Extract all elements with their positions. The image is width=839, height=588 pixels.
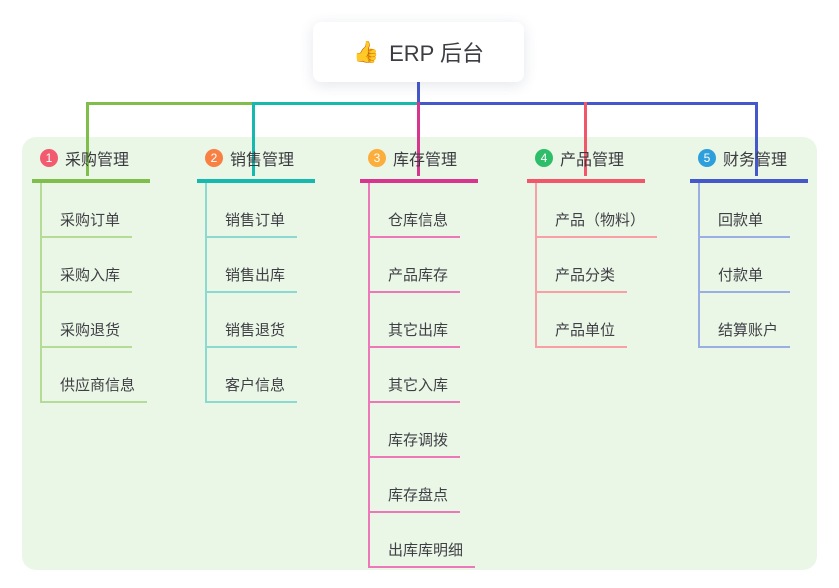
- child-label: 产品（物料）: [555, 212, 646, 229]
- child-label: 付款单: [718, 267, 764, 284]
- branch-label: 销售管理: [230, 152, 295, 169]
- child-node[interactable]: 产品分类: [537, 238, 628, 293]
- branch-children: 仓库信息 产品库存 其它出库 其它入库 库存调拨 库存盘点 出库库明细: [368, 183, 476, 568]
- child-label: 供应商信息: [60, 377, 136, 394]
- child-node[interactable]: 产品（物料）: [537, 183, 658, 238]
- connector-bus-line: [419, 102, 758, 105]
- child-label: 结算账户: [718, 322, 779, 339]
- connector-bus-line: [86, 102, 253, 105]
- root-title: ERP 后台: [389, 41, 485, 66]
- mindmap-canvas: [22, 137, 817, 570]
- child-label: 仓库信息: [388, 212, 449, 229]
- branch-number-badge: 3: [368, 149, 386, 167]
- child-label: 产品单位: [555, 322, 616, 339]
- child-node[interactable]: 回款单: [700, 183, 790, 238]
- branch-node[interactable]: 1 采购管理: [32, 146, 150, 183]
- child-label: 库存盘点: [388, 487, 449, 504]
- branch-node[interactable]: 4 产品管理: [527, 146, 645, 183]
- child-label: 采购订单: [60, 212, 121, 229]
- child-node[interactable]: 出库库明细: [370, 513, 476, 568]
- child-label: 产品分类: [555, 267, 616, 284]
- child-node[interactable]: 采购退货: [42, 293, 133, 348]
- connector-drop-line: [417, 102, 420, 176]
- branch-number-badge: 4: [535, 149, 553, 167]
- child-node[interactable]: 销售退货: [207, 293, 298, 348]
- child-node[interactable]: 产品单位: [537, 293, 628, 348]
- branch-children: 采购订单 采购入库 采购退货 供应商信息: [40, 183, 148, 403]
- branch: 5 财务管理 回款单 付款单 结算账户: [690, 146, 808, 348]
- branch: 4 产品管理 产品（物料） 产品分类 产品单位: [527, 146, 658, 348]
- child-node[interactable]: 结算账户: [700, 293, 791, 348]
- child-node[interactable]: 采购入库: [42, 238, 133, 293]
- branch-number-badge: 5: [698, 149, 716, 167]
- branch: 2 销售管理 销售订单 销售出库 销售退货 客户信息: [197, 146, 315, 403]
- branch-number-badge: 1: [40, 149, 58, 167]
- connector-trunk-line: [417, 80, 420, 104]
- branch-node[interactable]: 2 销售管理: [197, 146, 315, 183]
- child-label: 其它入库: [388, 377, 449, 394]
- root-node[interactable]: 👍 ERP 后台: [313, 22, 524, 82]
- child-label: 采购入库: [60, 267, 121, 284]
- child-label: 采购退货: [60, 322, 121, 339]
- child-node[interactable]: 其它入库: [370, 348, 461, 403]
- branch-children: 销售订单 销售出库 销售退货 客户信息: [205, 183, 298, 403]
- child-label: 出库库明细: [388, 542, 464, 559]
- branch-label: 库存管理: [393, 152, 458, 169]
- connector-drop-line: [252, 102, 255, 176]
- branch-node[interactable]: 3 库存管理: [360, 146, 478, 183]
- child-node[interactable]: 销售订单: [207, 183, 298, 238]
- branch-node[interactable]: 5 财务管理: [690, 146, 808, 183]
- branch: 1 采购管理 采购订单 采购入库 采购退货 供应商信息: [32, 146, 150, 403]
- branch: 3 库存管理 仓库信息 产品库存 其它出库 其它入库 库存调拨 库存盘点 出库库…: [360, 146, 478, 568]
- child-node[interactable]: 产品库存: [370, 238, 461, 293]
- child-label: 销售订单: [225, 212, 286, 229]
- connector-drop-line: [86, 102, 89, 176]
- child-label: 其它出库: [388, 322, 449, 339]
- child-node[interactable]: 库存调拨: [370, 403, 461, 458]
- child-label: 产品库存: [388, 267, 449, 284]
- connector-drop-line: [755, 102, 758, 176]
- child-node[interactable]: 其它出库: [370, 293, 461, 348]
- child-label: 客户信息: [225, 377, 286, 394]
- branch-children: 产品（物料） 产品分类 产品单位: [535, 183, 658, 348]
- connector-drop-line: [584, 102, 587, 176]
- branch-number-badge: 2: [205, 149, 223, 167]
- branch-label: 采购管理: [65, 152, 130, 169]
- branch-label: 财务管理: [723, 152, 788, 169]
- child-node[interactable]: 库存盘点: [370, 458, 461, 513]
- child-label: 回款单: [718, 212, 764, 229]
- connector-bus-line: [253, 102, 419, 105]
- child-node[interactable]: 客户信息: [207, 348, 298, 403]
- child-node[interactable]: 仓库信息: [370, 183, 461, 238]
- child-node[interactable]: 采购订单: [42, 183, 133, 238]
- child-node[interactable]: 销售出库: [207, 238, 298, 293]
- child-node[interactable]: 供应商信息: [42, 348, 148, 403]
- child-label: 库存调拨: [388, 432, 449, 449]
- child-label: 销售退货: [225, 322, 286, 339]
- thumbs-up-icon: 👍: [352, 40, 380, 64]
- branch-label: 产品管理: [560, 152, 625, 169]
- child-label: 销售出库: [225, 267, 286, 284]
- child-node[interactable]: 付款单: [700, 238, 790, 293]
- branch-children: 回款单 付款单 结算账户: [698, 183, 791, 348]
